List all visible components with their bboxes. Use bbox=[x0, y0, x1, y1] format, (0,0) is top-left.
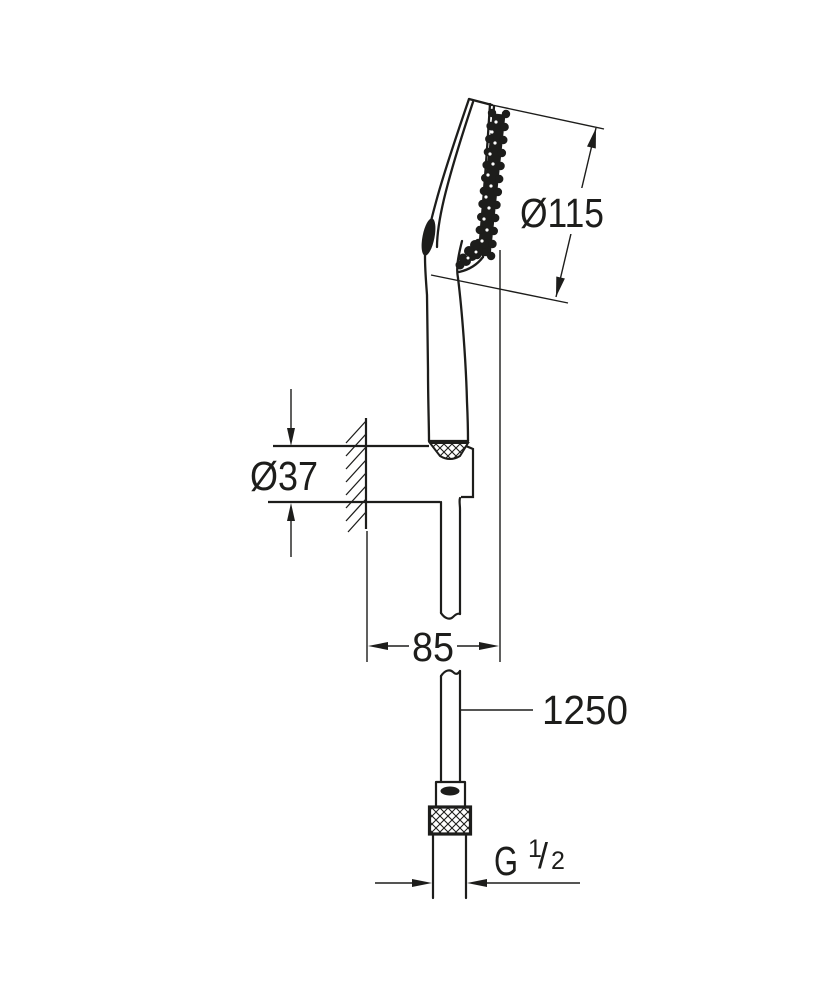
cone-nut bbox=[427, 442, 470, 460]
arrow-down-icon bbox=[287, 428, 295, 446]
arrow-left-icon bbox=[368, 642, 388, 650]
ext-line-top bbox=[491, 104, 605, 130]
label-wall-distance: 85 bbox=[412, 624, 454, 670]
collar-detail bbox=[440, 786, 460, 796]
dim-holder-diameter bbox=[287, 389, 295, 557]
label-holder-diameter: Ø37 bbox=[250, 453, 318, 499]
arrow-right-icon bbox=[479, 642, 499, 650]
head-inner-line bbox=[435, 100, 475, 249]
wall-and-bracket bbox=[268, 418, 475, 533]
wall-hatching bbox=[345, 420, 367, 533]
dim-thread bbox=[375, 879, 580, 887]
arrow-down-icon bbox=[556, 276, 565, 297]
arrow-up-icon bbox=[287, 503, 295, 521]
arrow-up-icon bbox=[587, 128, 596, 149]
hose-fitting-collar bbox=[434, 780, 467, 809]
spray-selector-button bbox=[421, 218, 436, 256]
bracket-right-edge bbox=[461, 444, 475, 499]
shower-head bbox=[423, 97, 496, 443]
thread-slash: / bbox=[538, 835, 548, 876]
head-top-edge bbox=[467, 97, 494, 107]
dim-wall-offset bbox=[366, 250, 501, 662]
thread-numerator: 1 bbox=[528, 835, 542, 863]
knurled-nut bbox=[427, 805, 473, 836]
thread-pipe bbox=[431, 832, 468, 900]
shower-hose bbox=[427, 496, 473, 900]
arrow-right-icon bbox=[412, 879, 432, 887]
head-back-outline bbox=[423, 97, 471, 443]
hose-break-lower bbox=[439, 669, 462, 678]
hose-break-upper bbox=[439, 611, 462, 620]
label-hose-length: 1250 bbox=[542, 687, 628, 733]
label-head-diameter: Ø115 bbox=[520, 190, 604, 236]
thread-letter: G bbox=[494, 838, 518, 884]
label-thread-size: G 1 / 2 bbox=[494, 835, 565, 884]
face-bottom-edge bbox=[457, 255, 485, 274]
thread-denominator: 2 bbox=[551, 847, 565, 875]
spray-nozzle-dots bbox=[455, 108, 511, 270]
spray-nozzle-speckles bbox=[466, 120, 498, 260]
dim-head-diameter bbox=[430, 104, 628, 304]
arrow-left-icon bbox=[467, 879, 487, 887]
